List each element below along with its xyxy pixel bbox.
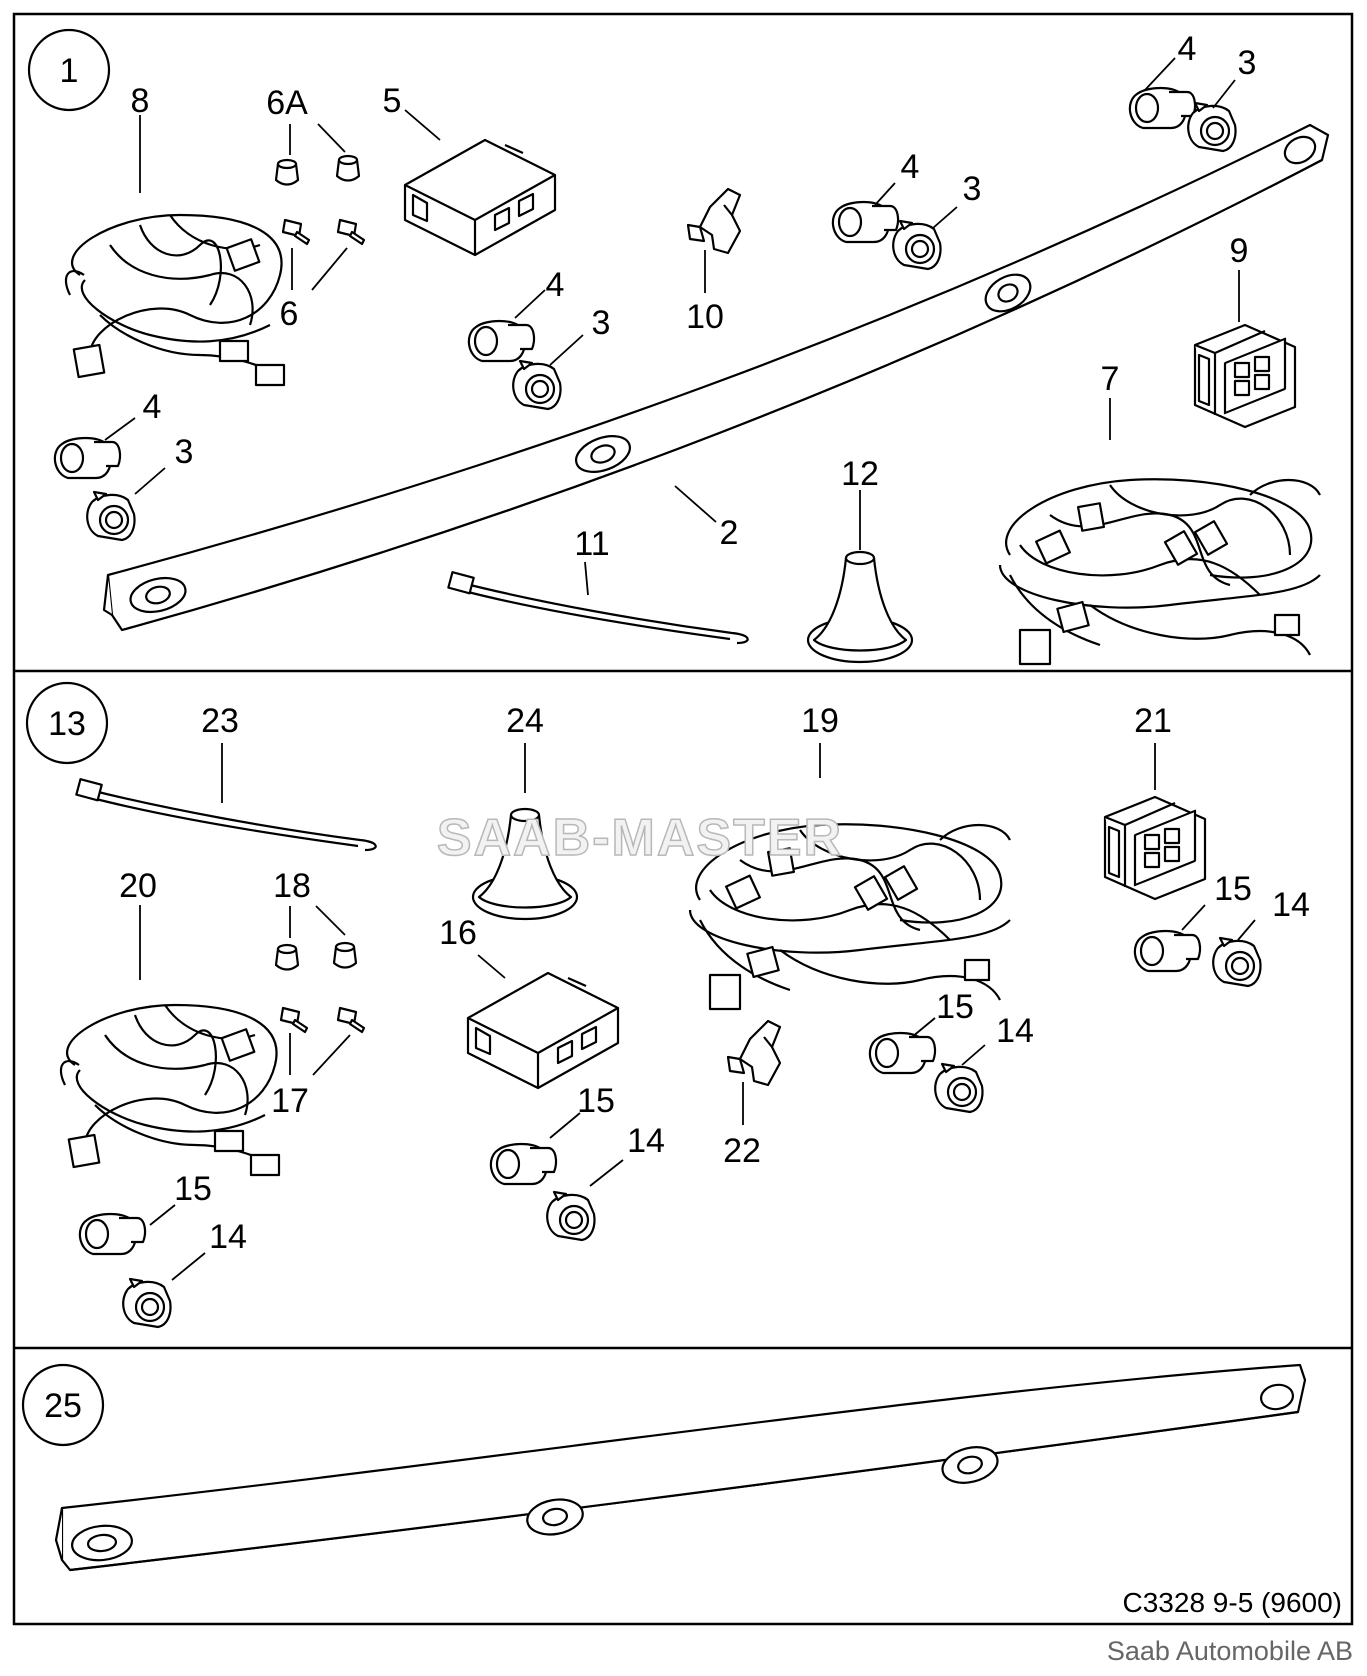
label-part-6a: 6A xyxy=(266,84,308,122)
label-part-14: 14 xyxy=(627,1122,665,1160)
label-part-4: 4 xyxy=(1178,30,1197,68)
label-part-3: 3 xyxy=(592,304,611,342)
label-part-17: 17 xyxy=(271,1082,309,1120)
label-part-4: 4 xyxy=(546,266,565,304)
outer-frame xyxy=(12,12,1354,1626)
panel-13-badge xyxy=(25,681,109,765)
label-part-3: 3 xyxy=(175,433,194,471)
panel-25: 25 xyxy=(21,1363,1307,1572)
label-part-20: 20 xyxy=(119,867,157,905)
label-part-18: 18 xyxy=(273,867,311,905)
label-part-14: 14 xyxy=(996,1012,1034,1050)
label-part-21: 21 xyxy=(1134,702,1172,740)
copyright-notice: Saab Automobile AB xyxy=(1107,1636,1353,1666)
label-part-10: 10 xyxy=(686,298,724,336)
label-part-22: 22 xyxy=(723,1132,761,1170)
label-part-19: 19 xyxy=(801,702,839,740)
label-part-14: 14 xyxy=(1272,886,1310,924)
label-part-15: 15 xyxy=(1214,870,1252,908)
panel-25-number: 25 xyxy=(44,1387,82,1425)
sensor-bar-alternative xyxy=(54,1363,1307,1572)
label-part-16: 16 xyxy=(439,914,477,952)
label-part-5: 5 xyxy=(383,82,402,120)
label-part-9: 9 xyxy=(1230,232,1249,270)
panel-1-badge xyxy=(27,28,111,112)
label-part-23: 23 xyxy=(201,702,239,740)
label-part-12: 12 xyxy=(841,455,879,493)
label-part-6: 6 xyxy=(280,295,299,333)
label-part-8: 8 xyxy=(131,82,150,120)
label-part-24: 24 xyxy=(506,702,544,740)
drawing-reference-code: C3328 9-5 (9600) xyxy=(1123,1587,1342,1618)
watermark: SAAB-MASTER xyxy=(437,809,843,867)
label-part-3: 3 xyxy=(1238,44,1257,82)
label-part-14: 14 xyxy=(209,1218,247,1256)
label-part-11: 11 xyxy=(574,525,609,563)
panel-13-number: 13 xyxy=(48,705,86,743)
label-part-4: 4 xyxy=(143,388,162,426)
label-part-15: 15 xyxy=(936,988,974,1026)
label-part-4: 4 xyxy=(901,148,920,186)
label-part-3: 3 xyxy=(963,170,982,208)
label-part-2: 2 xyxy=(720,514,739,552)
label-part-15: 15 xyxy=(174,1170,212,1208)
panel-13: 13 xyxy=(25,681,1310,1329)
panel-25-badge xyxy=(21,1363,105,1447)
label-part-15: 15 xyxy=(577,1082,615,1120)
panel-1: 1 xyxy=(27,28,1330,666)
sensor-bar xyxy=(102,123,1330,632)
label-part-7: 7 xyxy=(1101,360,1120,398)
panel-1-number: 1 xyxy=(60,52,79,90)
